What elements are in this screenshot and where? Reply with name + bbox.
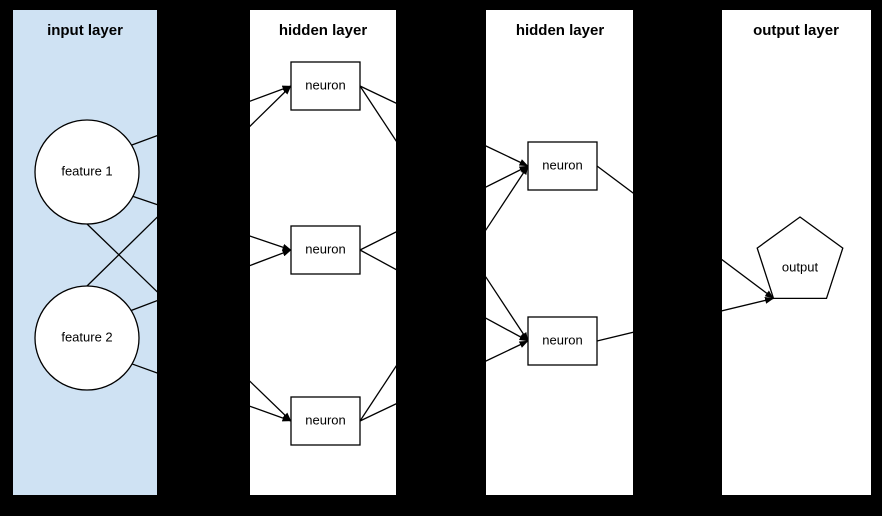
node-hidden-1-neuron-1[interactable]: neuron xyxy=(290,61,361,111)
node-hidden-1-neuron-3[interactable]: neuron xyxy=(290,396,361,446)
layer-title-output: output layer xyxy=(753,22,839,39)
node-label-feature-1: feature 1 xyxy=(61,163,112,178)
connection-arrow-hidden-1-neuron-2-to-hidden-2-neuron-2 xyxy=(486,317,529,342)
node-shape-hidden-2-neuron-2 xyxy=(527,316,598,366)
connection-arrow-feature-1-to-hidden-1-neuron-2 xyxy=(250,235,292,251)
connection-hidden-1-neuron-2-to-hidden-2-neuron-2 xyxy=(359,249,396,271)
connection-arrow-hidden-2-neuron-1-to-output-node xyxy=(722,258,774,299)
layer-title-input: input layer xyxy=(47,22,123,39)
node-feature-2[interactable]: feature 2 xyxy=(34,285,140,391)
node-shape-hidden-1-neuron-1 xyxy=(290,61,361,111)
node-shape-feature-2 xyxy=(34,285,140,391)
connection-hidden-1-neuron-3-to-hidden-2-neuron-1 xyxy=(359,365,396,422)
layer-title-hidden-1: hidden layer xyxy=(279,22,368,39)
node-hidden-1-neuron-2[interactable]: neuron xyxy=(290,225,361,275)
connection-arrow-feature-2-to-hidden-1-neuron-2 xyxy=(250,249,292,267)
connection-hidden-2-neuron-1-to-output-node xyxy=(596,165,633,194)
connection-arrow-hidden-1-neuron-1-to-hidden-2-neuron-1 xyxy=(486,145,529,167)
connection-arrow-hidden-1-neuron-3-to-hidden-2-neuron-2 xyxy=(486,340,529,362)
connection-feature-2-to-hidden-1-neuron-1 xyxy=(86,216,157,287)
node-output-node[interactable]: output xyxy=(756,216,844,300)
node-shape-hidden-2-neuron-1 xyxy=(527,141,598,191)
node-label-hidden-1-neuron-3: neuron xyxy=(305,412,345,427)
connection-hidden-1-neuron-2-to-hidden-2-neuron-1 xyxy=(359,231,396,251)
node-shape-feature-1 xyxy=(34,119,140,225)
connection-arrow-feature-1-to-hidden-1-neuron-3 xyxy=(250,380,292,422)
node-shape-output-node xyxy=(756,216,844,300)
connection-arrow-hidden-1-neuron-2-to-hidden-2-neuron-1 xyxy=(486,165,529,188)
connection-arrow-feature-2-to-hidden-1-neuron-1 xyxy=(250,85,292,128)
connection-arrow-hidden-1-neuron-3-to-hidden-2-neuron-1 xyxy=(486,165,529,231)
node-group: feature 1 feature 2 neuron neuron neuron neur… xyxy=(34,61,844,446)
connection-arrow-hidden-2-neuron-2-to-output-node xyxy=(722,296,775,312)
connection-hidden-1-neuron-1-to-hidden-2-neuron-1 xyxy=(359,85,396,104)
connection-group xyxy=(86,85,775,422)
connection-arrow-hidden-1-neuron-1-to-hidden-2-neuron-2 xyxy=(486,276,529,342)
connection-arrow-feature-1-to-hidden-1-neuron-1 xyxy=(250,85,292,102)
node-hidden-2-neuron-1[interactable]: neuron xyxy=(527,141,598,191)
node-label-feature-2: feature 2 xyxy=(61,329,112,344)
node-hidden-2-neuron-2[interactable]: neuron xyxy=(527,316,598,366)
connection-feature-1-to-hidden-1-neuron-3 xyxy=(86,223,157,293)
node-feature-1[interactable]: feature 1 xyxy=(34,119,140,225)
node-label-output-node: output xyxy=(782,259,819,274)
layer-column-input xyxy=(13,10,157,495)
layer-title-group: input layer hidden layer hidden layer outpu… xyxy=(47,22,839,39)
node-label-hidden-2-neuron-2: neuron xyxy=(542,332,582,347)
node-label-hidden-1-neuron-1: neuron xyxy=(305,77,345,92)
connection-arrow-feature-2-to-hidden-1-neuron-3 xyxy=(250,405,292,422)
layer-title-hidden-2: hidden layer xyxy=(516,22,605,39)
connection-hidden-2-neuron-2-to-output-node xyxy=(596,331,633,342)
node-shape-hidden-1-neuron-3 xyxy=(290,396,361,446)
connection-hidden-1-neuron-3-to-hidden-2-neuron-2 xyxy=(359,403,396,422)
connection-hidden-1-neuron-1-to-hidden-2-neuron-2 xyxy=(359,85,396,142)
node-label-hidden-2-neuron-1: neuron xyxy=(542,157,582,172)
node-shape-hidden-1-neuron-2 xyxy=(290,225,361,275)
node-label-hidden-1-neuron-2: neuron xyxy=(305,241,345,256)
layer-column-hidden-2 xyxy=(486,10,633,495)
